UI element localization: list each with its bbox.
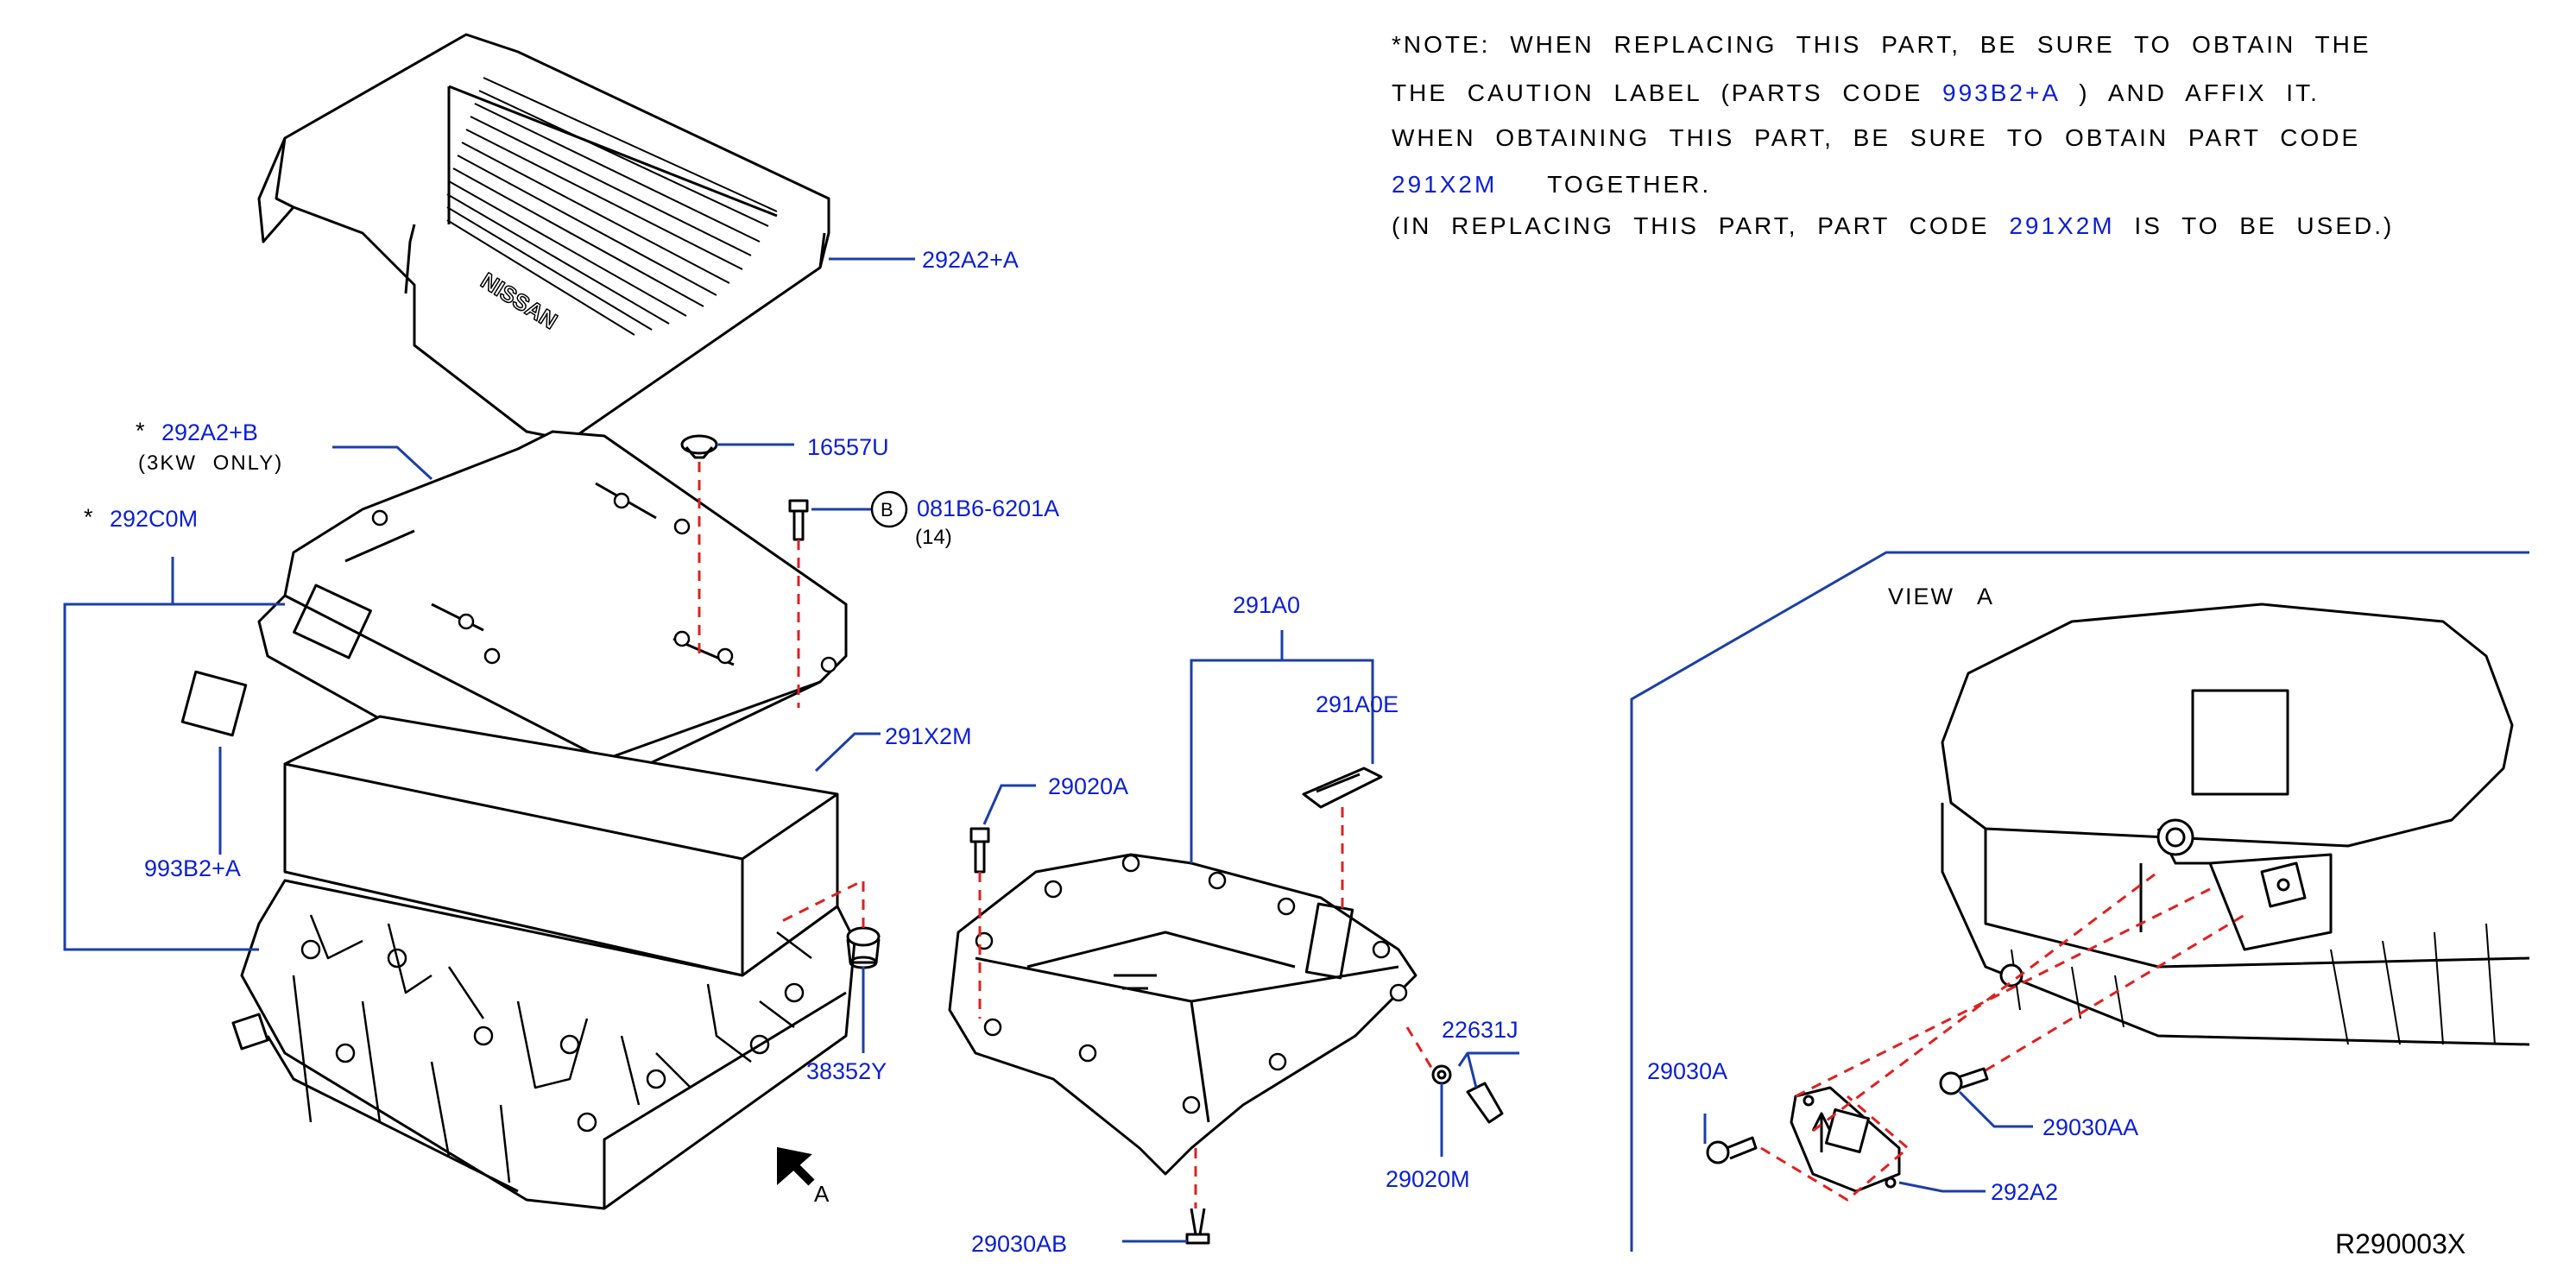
washer-29020M-part: [1431, 1064, 1452, 1085]
sensor-22631J-part: [1466, 1082, 1504, 1124]
note-line-3: WHEN OBTAINING THIS PART, BE SURE TO OBT…: [1392, 124, 2360, 152]
label-29020M: 29020M: [1386, 1166, 1470, 1192]
note-part-code: 291X2M: [1392, 171, 1498, 198]
label-38352Y: 38352Y: [806, 1058, 887, 1084]
diagram-reference-code: R290003X: [2335, 1228, 2466, 1259]
label-29030AB: 29030AB: [971, 1231, 1067, 1257]
label-star: *: [136, 418, 145, 444]
note-line-5: (IN REPLACING THIS PART, PART CODE 291X2…: [1392, 212, 2394, 240]
view-a-motor-housing: [1941, 603, 2530, 1046]
label-star: *: [84, 504, 93, 530]
bolt-081B6-part: [788, 499, 809, 541]
view-a-arrow: [777, 1146, 815, 1186]
note-text: THE CAUTION LABEL (PARTS CODE: [1392, 79, 1943, 106]
note-line-1: *NOTE: WHEN REPLACING THIS PART, BE SURE…: [1392, 31, 2371, 59]
inverter-bracket-291A0: [948, 853, 1417, 1176]
note-text: WHEN OBTAINING THIS PART, BE SURE TO OBT…: [1392, 124, 2361, 151]
label-291A0: 291A0: [1233, 592, 1300, 618]
lower-inverter-housing: [231, 879, 856, 1210]
install-guide-lines: [698, 462, 2245, 1208]
label-993B2-A: 993B2+A: [144, 855, 241, 881]
label-29020A: 29020A: [1048, 773, 1128, 799]
label-view-a-arrow: A: [814, 1181, 830, 1207]
engine-cover-part: [257, 33, 830, 442]
bolt-29020A-part: [969, 827, 990, 874]
note-text: (IN REPLACING THIS PART, PART CODE: [1392, 212, 2010, 239]
note-line-4: 291X2M TOGETHER.: [1392, 171, 1711, 199]
note-text: IS TO BE USED.): [2114, 212, 2395, 239]
label-291A0E: 291A0E: [1316, 691, 1398, 717]
label-081B6-qty: (14): [915, 526, 952, 549]
note-part-code: 993B2+A: [1942, 79, 2060, 106]
bolt-29030AA-part: [1939, 1067, 1989, 1095]
bolt-callout-circle: [870, 490, 908, 528]
note-line-2: THE CAUTION LABEL (PARTS CODE 993B2+A ) …: [1392, 79, 2320, 107]
label-292C0M: 292C0M: [110, 506, 198, 532]
bolt-29030A-part: [1706, 1136, 1758, 1164]
label-081B6-6201A: 081B6-6201A: [917, 495, 1059, 521]
label-292A2-A: 292A2+A: [922, 247, 1019, 273]
label-29030A: 29030A: [1647, 1058, 1727, 1084]
cap-16557U-part: [680, 434, 718, 459]
caution-label-part: [180, 670, 248, 737]
label-291X2M: 291X2M: [885, 723, 972, 749]
seal-291A0E-part: [1302, 767, 1383, 809]
note-part-code: 291X2M: [2009, 212, 2115, 239]
label-292A2-B-note: (3KW ONLY): [138, 451, 283, 475]
note-text: *NOTE: WHEN REPLACING THIS PART, BE SURE…: [1392, 31, 2371, 58]
label-22631J: 22631J: [1442, 1017, 1518, 1043]
label-bolt-circle-letter: B: [881, 499, 893, 521]
note-text: ) AND AFFIX IT.: [2059, 79, 2320, 106]
note-text: TOGETHER.: [1547, 171, 1712, 198]
callout-leaders: [63, 257, 2529, 1252]
label-16557U: 16557U: [807, 434, 889, 460]
label-29030AA: 29030AA: [2042, 1114, 2138, 1140]
label-292A2-B: 292A2+B: [161, 420, 258, 445]
label-292A2: 292A2: [1991, 1179, 2058, 1205]
cover-292A2-part: [1790, 1086, 1901, 1193]
bolt-29030AB-part: [1185, 1208, 1210, 1245]
label-view-a: VIEW A: [1888, 584, 1994, 609]
